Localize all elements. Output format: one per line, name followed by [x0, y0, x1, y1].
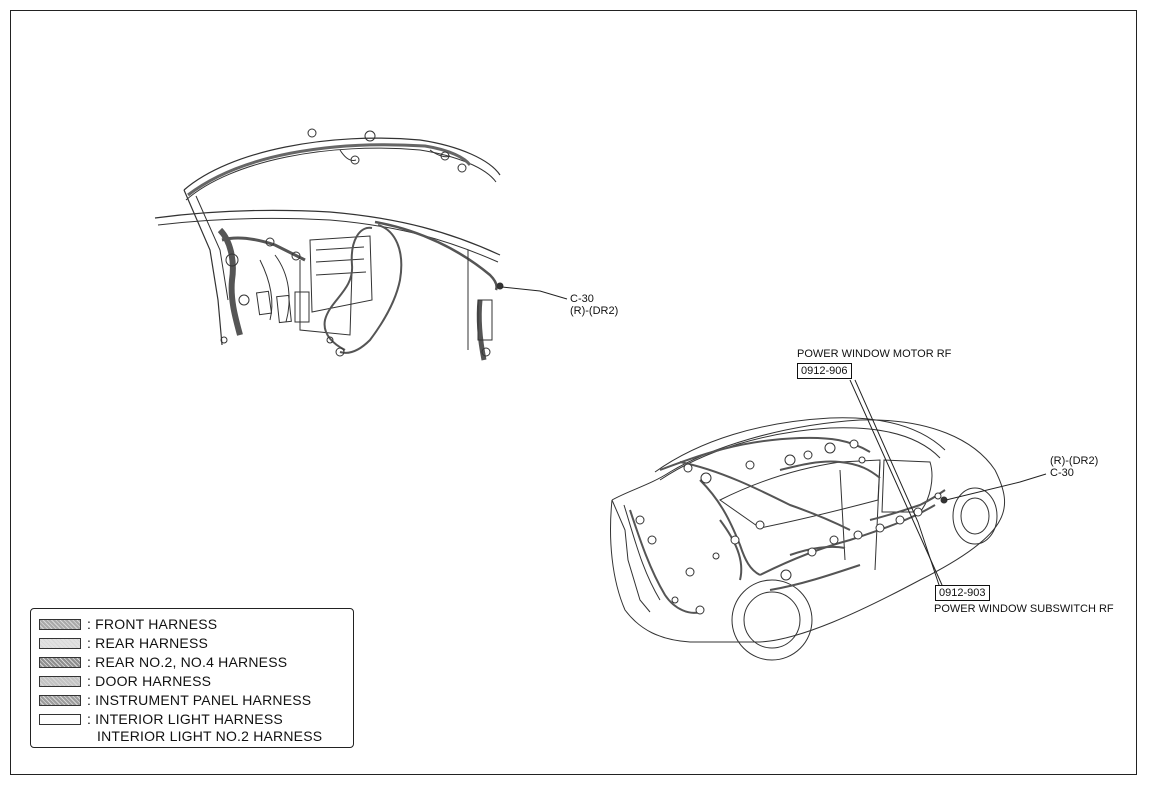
- vehicle-leaders: [849, 379, 1047, 589]
- legend-label-interior-light: : INTERIOR LIGHT HARNESS: [87, 711, 283, 727]
- legend-row-instrument-panel: : INSTRUMENT PANEL HARNESS: [39, 692, 311, 708]
- motor-title: POWER WINDOW MOTOR RF: [797, 348, 952, 360]
- legend-swatch-interior-light: [39, 713, 81, 725]
- legend-swatch-instrument-panel: [39, 694, 81, 706]
- legend-label-rear: : REAR HARNESS: [87, 635, 209, 651]
- connector-c30-right-code: C-30: [1050, 467, 1074, 479]
- subswitch-code-box: 0912-903: [935, 585, 990, 601]
- legend-label-rear-no2-no4: : REAR NO.2, NO.4 HARNESS: [87, 654, 288, 670]
- legend-label-instrument-panel: : INSTRUMENT PANEL HARNESS: [87, 692, 312, 708]
- legend-swatch-front: [39, 618, 81, 630]
- legend-swatch-rear-no2-no4: [39, 656, 81, 668]
- legend-label-interior-light-no2: INTERIOR LIGHT NO.2 HARNESS: [97, 728, 323, 744]
- dashboard-view: [154, 128, 504, 361]
- legend-swatch-door: [39, 675, 81, 687]
- legend-label-door: : DOOR HARNESS: [87, 673, 212, 689]
- legend-label-front: : FRONT HARNESS: [87, 616, 218, 632]
- vehicle-view: [610, 417, 1006, 661]
- c30-left-leader: [501, 286, 568, 300]
- motor-code-box: 0912-906: [797, 363, 852, 379]
- legend-row-interior-light: : INTERIOR LIGHT HARNESS: [39, 711, 283, 727]
- legend-row-rear-no2-no4: : REAR NO.2, NO.4 HARNESS: [39, 654, 287, 670]
- harness-legend: : FRONT HARNESS : REAR HARNESS : REAR NO…: [30, 608, 354, 748]
- legend-swatch-rear: [39, 637, 81, 649]
- connector-c30-left-sub: (R)-(DR2): [570, 305, 619, 317]
- subswitch-title: POWER WINDOW SUBSWITCH RF: [934, 603, 1114, 615]
- legend-row-door: : DOOR HARNESS: [39, 673, 211, 689]
- legend-row-front: : FRONT HARNESS: [39, 616, 217, 632]
- connector-c30-right-sub: (R)-(DR2): [1050, 455, 1099, 467]
- connector-c30-left-code: C-30: [570, 293, 594, 305]
- legend-row-rear: : REAR HARNESS: [39, 635, 208, 651]
- diagram-frame: [10, 10, 1137, 775]
